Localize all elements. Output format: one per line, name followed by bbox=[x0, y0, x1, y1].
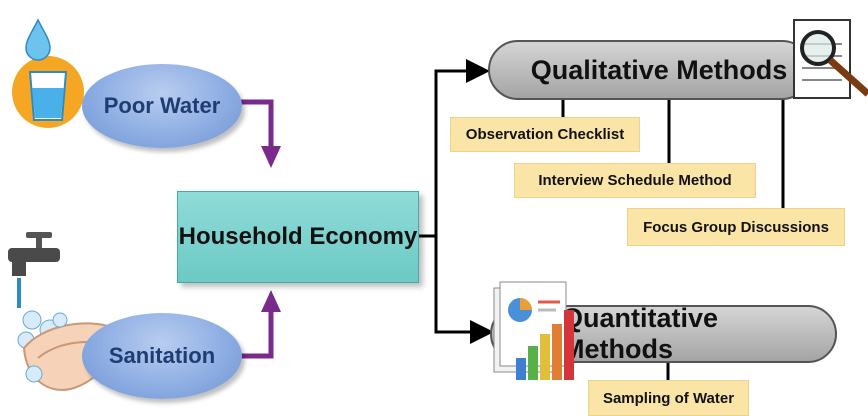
water-drop-glass-icon bbox=[12, 18, 84, 128]
focus-group-note: Focus Group Discussions bbox=[627, 208, 845, 246]
sampling-of-water-label: Sampling of Water bbox=[602, 389, 735, 407]
qualitative-methods-label: Qualitative Methods bbox=[530, 54, 788, 85]
arrow-poor-water-to-household bbox=[240, 99, 274, 148]
interview-schedule-label: Interview Schedule Method bbox=[538, 172, 732, 189]
bar-pie-chart-icon bbox=[493, 281, 574, 380]
interview-schedule-note: Interview Schedule Method bbox=[514, 163, 756, 198]
poor-water-label: Poor Water bbox=[103, 93, 221, 118]
magnifier-document-icon bbox=[793, 19, 868, 99]
household-economy-node: Household Economy bbox=[177, 191, 419, 283]
household-economy-label: Household Economy bbox=[178, 223, 418, 250]
poor-water-node: Poor Water bbox=[82, 64, 242, 148]
sanitation-label: Sanitation bbox=[108, 343, 216, 368]
sanitation-node: Sanitation bbox=[82, 313, 242, 399]
arrow-sanitation-to-household bbox=[240, 310, 274, 359]
arrowhead-down bbox=[261, 146, 281, 168]
qualitative-methods-node: Qualitative Methods bbox=[488, 40, 812, 100]
observation-checklist-label: Observation Checklist bbox=[465, 126, 625, 143]
sampling-of-water-note: Sampling of Water bbox=[588, 380, 749, 416]
branch-line bbox=[417, 59, 490, 238]
quantitative-methods-label: Quantitative Methods bbox=[562, 303, 719, 364]
arrowhead-up bbox=[261, 290, 281, 312]
branch-line-lower bbox=[434, 236, 494, 344]
focus-group-label: Focus Group Discussions bbox=[643, 218, 829, 236]
observation-checklist-note: Observation Checklist bbox=[450, 117, 640, 152]
